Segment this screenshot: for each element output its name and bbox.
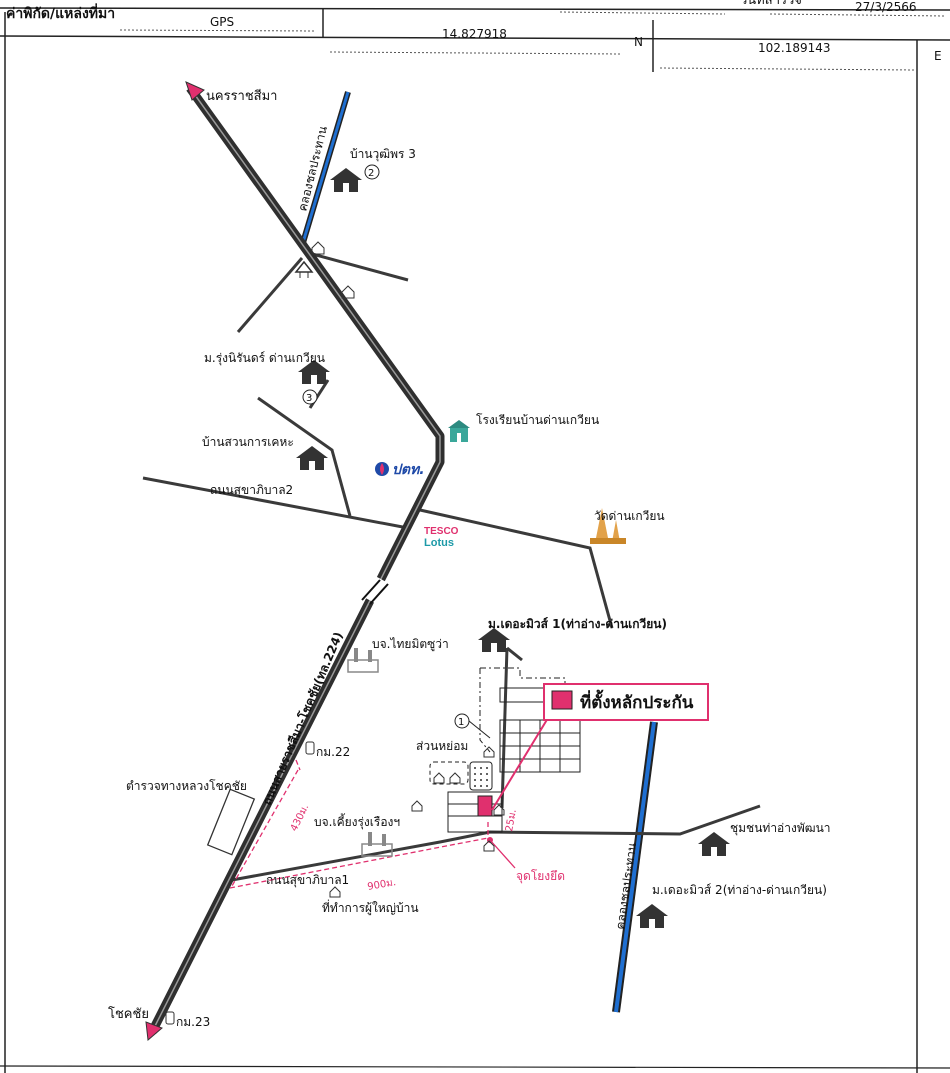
canals (299, 91, 658, 1013)
temple-icon (590, 508, 626, 544)
house-icon (478, 628, 510, 652)
collateral-label: ที่ตั้งหลักประกัน (580, 689, 694, 713)
factory-icon (347, 648, 379, 673)
collateral-plot (477, 795, 493, 817)
marker-2: 2 (364, 164, 380, 180)
collateral-callout: ที่ตั้งหลักประกัน (543, 683, 709, 721)
bus-stop-icon (294, 260, 314, 278)
label-temple: วัดด่านเกวียน (594, 509, 665, 523)
label-rung-nirun: ม.รุ่งนิรันดร์ ด่านเกวียน (204, 351, 325, 366)
house-icon (636, 904, 668, 928)
distance-25: 25ม. (504, 808, 519, 832)
km-post-icon (165, 741, 315, 1025)
house-icon (296, 446, 328, 470)
factory-icon (361, 832, 393, 857)
label-km23: กม.23 (176, 1015, 210, 1029)
label-chok-chai: โชคชัย (108, 1006, 149, 1022)
label-kiang-rung: บจ.เคี้ยงรุ่งเรืองฯ (314, 813, 400, 830)
small-house-icon (311, 241, 505, 898)
label-road-sukhaphiban1: ถนนสุขาภิบาล1 (266, 873, 349, 888)
latitude-suffix: N (634, 35, 643, 49)
label-community: ชุมชนท่าอ่างพัฒนา (730, 821, 831, 836)
police-station-box (206, 788, 256, 856)
arrow-south-icon (145, 1021, 163, 1041)
label-suan-yom: ส่วนหย่อม (416, 739, 468, 753)
park-dots (474, 767, 488, 787)
latitude-value: 14.827918 (442, 27, 507, 41)
place-labels: นครราชสีมา บ้านวุฒิพร 3 คลองชลประทาน ม.ร… (108, 88, 831, 1029)
label-school: โรงเรียนบ้านด่านเกวียน (476, 413, 599, 427)
svg-text:3: 3 (306, 393, 312, 404)
ptt-logo-icon (375, 462, 389, 476)
distance-900: 900ม. (367, 877, 397, 893)
label-the-miracle2: ม.เดอะมิวส์ 2(ท่าอ่าง-ด่านเกวียน) (652, 883, 827, 897)
survey-date-label: วันที่สำรวจ (740, 0, 802, 8)
label-thai-mitsu: บจ.ไทยมิตซูว่า (372, 637, 449, 652)
coord-label: ค่าพิกัด/แหล่งที่มา (6, 3, 115, 22)
distance-430: 430ม. (289, 803, 312, 834)
label-nakhon-ratchasima: นครราชสีมา (206, 88, 277, 104)
label-km22: กม.22 (316, 745, 350, 759)
tesco-lotus-logo: TESCO Lotus (424, 526, 459, 549)
coord-source: GPS (210, 15, 234, 29)
marker-3: 3 (302, 389, 318, 405)
longitude-value: 102.189143 (758, 41, 831, 55)
pointer-line (491, 717, 549, 811)
house-icon (298, 360, 330, 384)
label-main-road: ถนนสายราชสีมา-โชคชัย(ทล.224) (259, 629, 346, 807)
label-reference-point: จุดโยงยึด (516, 869, 565, 884)
svg-text:1: 1 (458, 717, 464, 728)
longitude-suffix: E (934, 49, 942, 63)
house-icon (330, 168, 362, 192)
marker-1: 1 (454, 713, 491, 739)
label-ban-suan: บ้านสวนการเคหะ (202, 435, 294, 449)
main-highway (145, 81, 445, 1041)
ptt-label: ปตท. (392, 462, 425, 478)
lotus-label: Lotus (424, 537, 454, 549)
school-icon (448, 420, 470, 442)
label-headman-office: ที่ทำการผู้ใหญ่บ้าน (322, 899, 419, 916)
label-road-sukhaphiban2: ถนนสุขาภิบาล2 (210, 483, 293, 498)
ref-point-leader (489, 839, 516, 869)
tesco-label: TESCO (424, 526, 459, 537)
survey-date: 27/3/2566 (855, 0, 917, 14)
label-the-miracle1: ม.เดอะมิวส์ 1(ท่าอ่าง-ด่านเกวียน) (488, 617, 667, 631)
label-highway-police: ตำรวจทางหลวงโชคชัย (126, 779, 247, 793)
house-icon (698, 832, 730, 856)
label-ban-wutiphon: บ้านวุฒิพร 3 (350, 147, 416, 162)
arrow-north-icon (185, 81, 205, 101)
svg-text:2: 2 (368, 168, 374, 179)
